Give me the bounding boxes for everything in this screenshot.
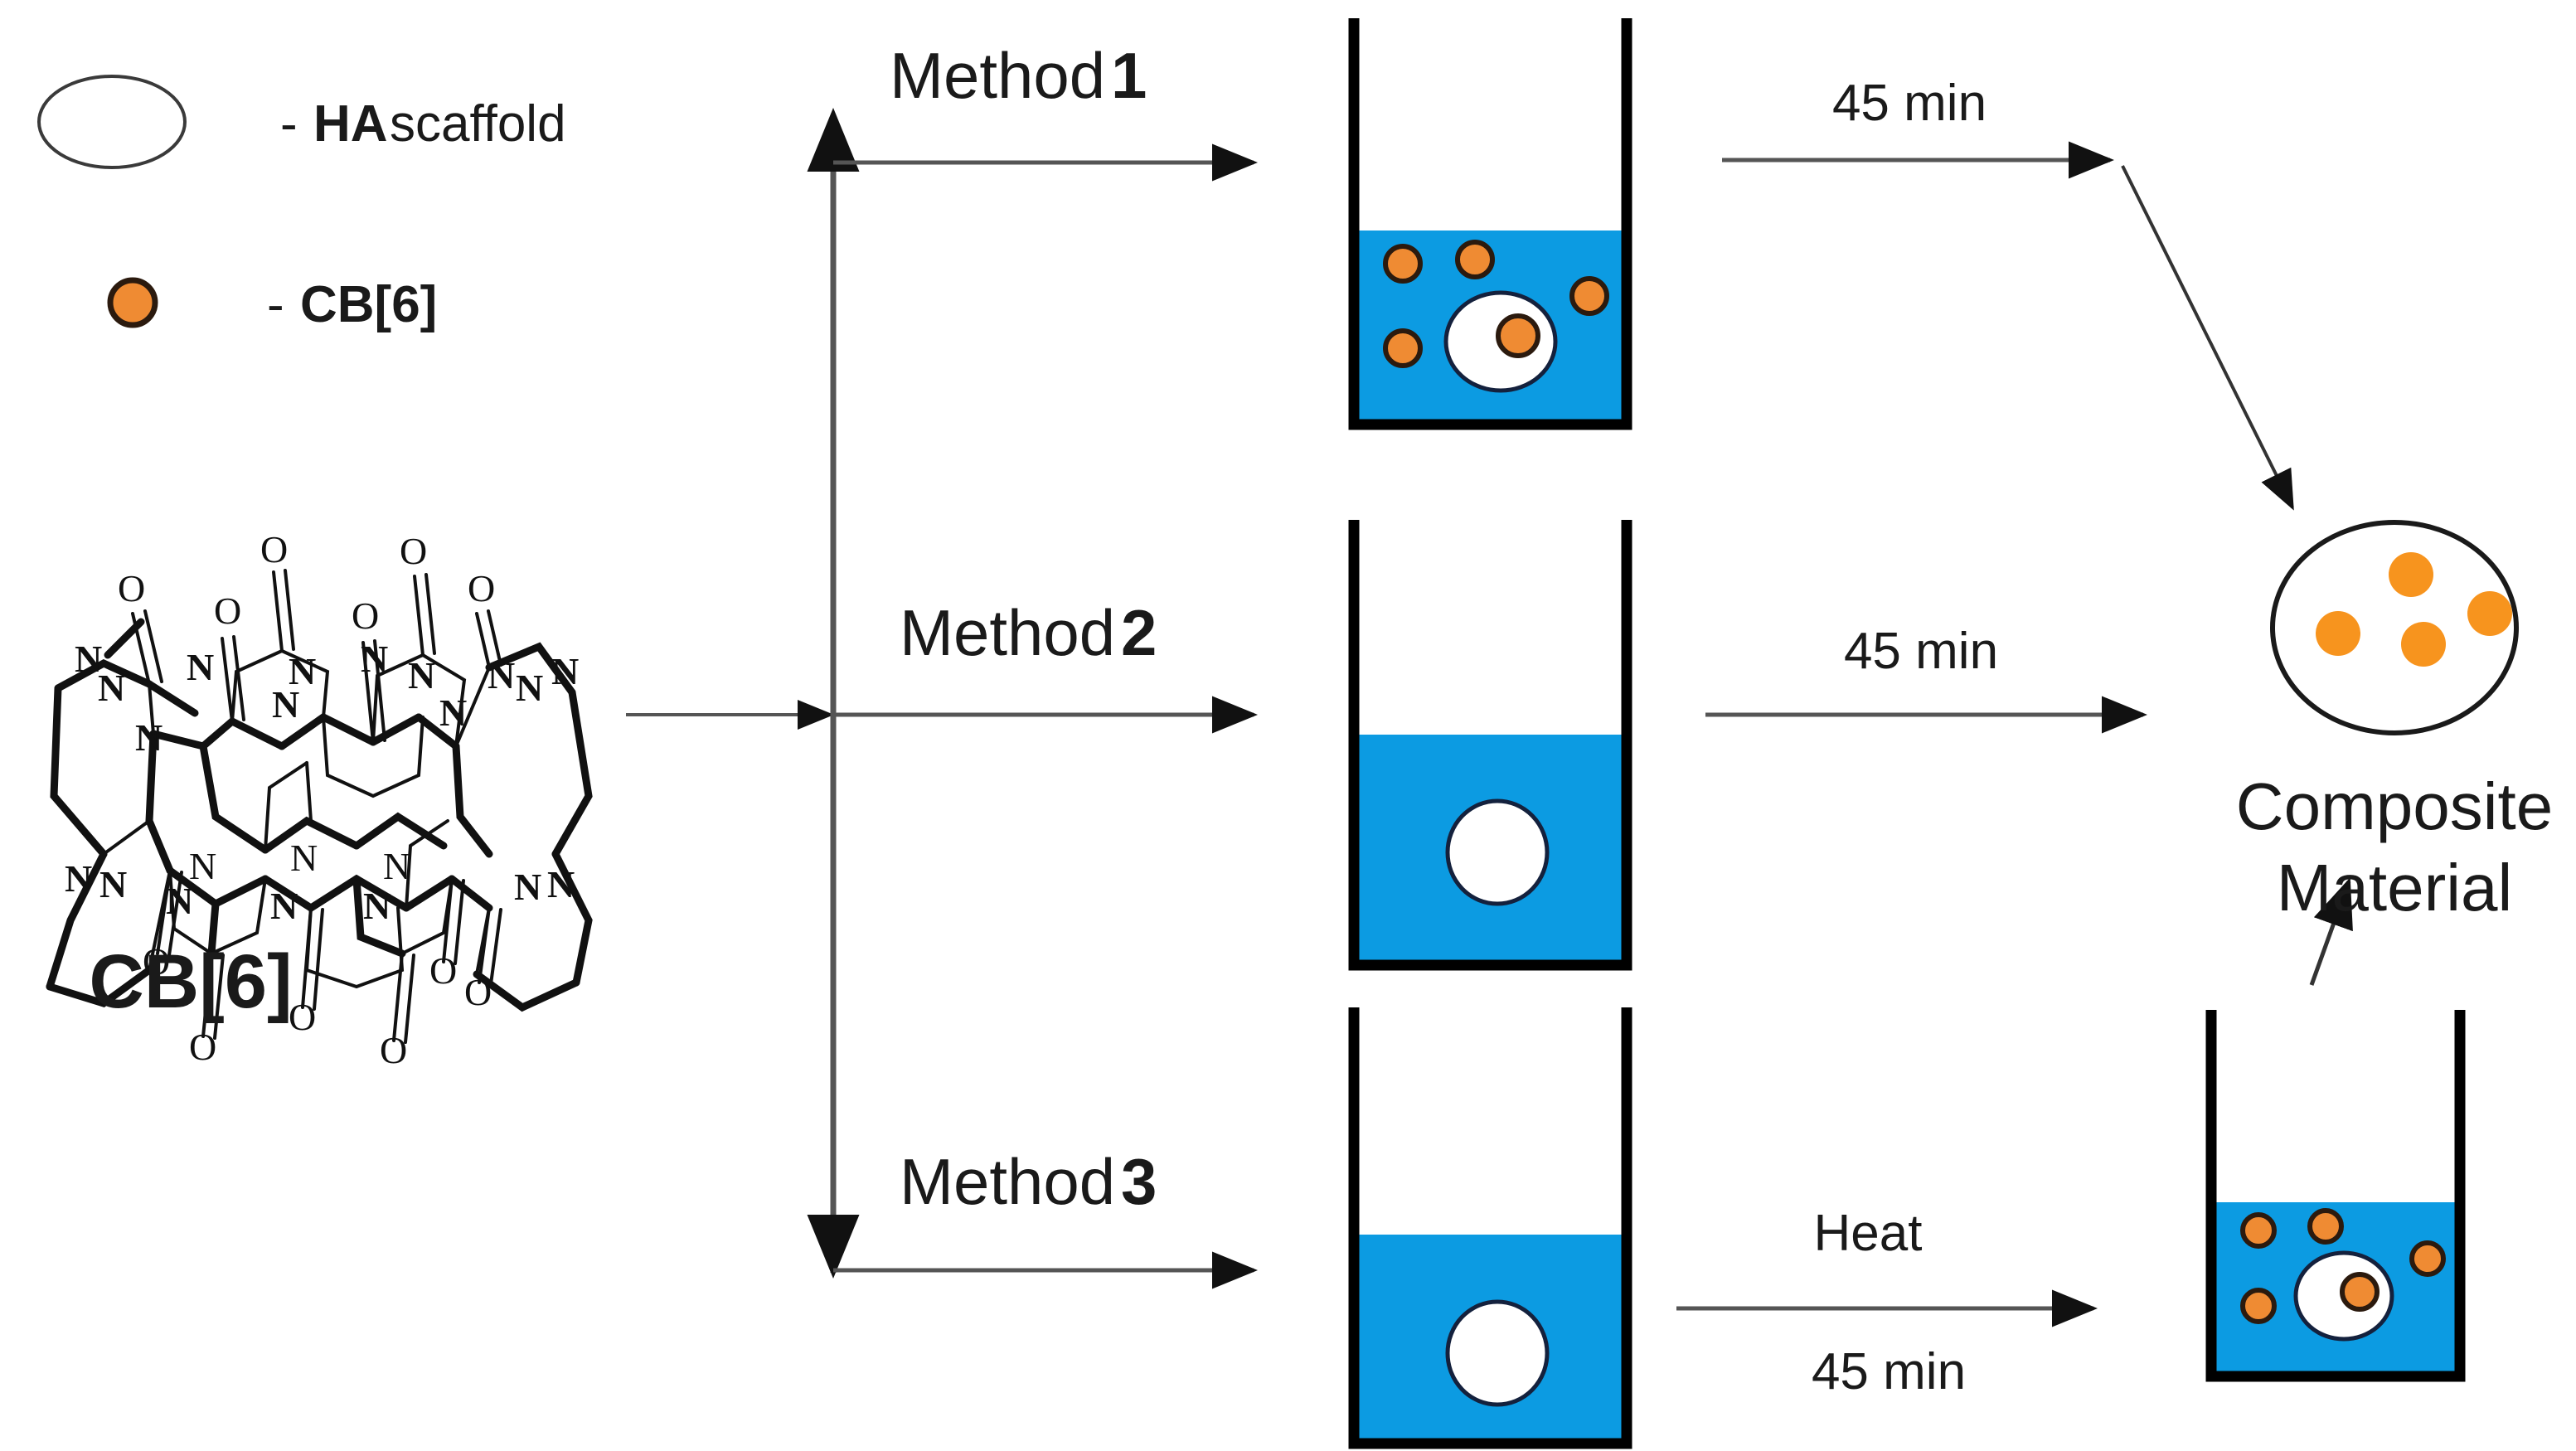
composite-material: Composite Material	[2236, 520, 2553, 924]
svg-text:O: O	[289, 996, 316, 1038]
svg-text:O: O	[189, 1026, 216, 1068]
svg-text:O: O	[260, 528, 288, 570]
method-3-word: Method	[900, 1145, 1115, 1218]
legend-dash-cb6: -	[267, 276, 284, 333]
beaker-1-particle	[1383, 244, 1423, 284]
cb6-molecule-structure: N N N N N N N N N N N N N N N N N N N N	[46, 528, 593, 1071]
method-1-word: Method	[890, 39, 1105, 112]
svg-text:N: N	[363, 885, 391, 927]
composite-particle	[2401, 622, 2446, 667]
method-3-number: 3	[1121, 1145, 1157, 1218]
svg-text:N: N	[290, 837, 318, 879]
step-arrow-1	[1722, 141, 2294, 511]
svg-text:O: O	[352, 594, 379, 637]
composite-particle	[2316, 611, 2360, 656]
molecule-nitrogen-labels: N N N N N N N N N N N N N N N N N N N N	[65, 638, 579, 927]
method-2-number: 2	[1121, 596, 1157, 669]
legend-label-cb6-bold: CB[6]	[300, 276, 437, 333]
molecule-oxygen-labels: O O O O O O O O O O O O	[118, 528, 495, 1071]
beaker-4-particle	[2240, 1212, 2277, 1249]
legend-label-ha-bold: HA	[313, 95, 388, 153]
legend-label-ha-rest: scaffold	[390, 95, 566, 153]
svg-text:N: N	[135, 716, 163, 759]
svg-text:N: N	[551, 650, 579, 692]
svg-text:N: N	[361, 638, 388, 680]
svg-text:N: N	[166, 880, 193, 922]
molecule-caption: CB[6]	[89, 939, 292, 1024]
composite-material-ellipse	[2270, 520, 2519, 735]
ha-scaffold-icon	[37, 75, 187, 169]
svg-text:N: N	[547, 863, 575, 905]
step-arrow-1-diagonal	[2121, 165, 2294, 511]
arrow-beaker4-to-product	[2309, 877, 2353, 986]
cb6-icon	[107, 277, 158, 328]
svg-text:N: N	[408, 654, 435, 696]
svg-text:O: O	[468, 567, 495, 609]
legend: - HA scaffold - CB[6]	[37, 75, 566, 333]
method-label-3: Method 3	[900, 1145, 1157, 1218]
beaker-4-outline	[2205, 1010, 2466, 1382]
beaker-2-outline	[1348, 520, 1632, 971]
svg-text:N: N	[514, 866, 541, 908]
beaker-2	[1348, 520, 1632, 971]
method-label-1: Method 1	[890, 39, 1147, 112]
method-label-2: Method 2	[900, 596, 1157, 669]
svg-text:N: N	[187, 646, 214, 688]
method-2-word: Method	[900, 596, 1115, 669]
svg-text:N: N	[75, 638, 102, 680]
composite-particle	[2467, 591, 2512, 636]
beaker-1-outline	[1348, 18, 1632, 430]
svg-text:O: O	[400, 530, 427, 572]
beaker-3-scaffold	[1445, 1299, 1550, 1407]
composite-title-line2: Material	[2277, 851, 2513, 924]
composite-particle	[2389, 552, 2433, 597]
beaker-4-particle	[2409, 1240, 2446, 1277]
beaker-4	[2205, 1010, 2466, 1382]
svg-text:N: N	[272, 683, 299, 726]
step-label-3-bottom: 45 min	[1812, 1343, 1966, 1400]
svg-text:N: N	[98, 667, 125, 709]
legend-item-cb6: - CB[6]	[107, 276, 437, 333]
beaker-4-scaffold-particle	[2340, 1272, 2380, 1312]
method-1-number: 1	[1111, 39, 1147, 112]
svg-text:N: N	[289, 650, 316, 692]
composite-title-line1: Composite	[2236, 769, 2553, 843]
svg-text:N: N	[439, 692, 467, 734]
svg-text:N: N	[383, 845, 410, 887]
step-label-3-top: Heat	[1814, 1205, 1923, 1262]
svg-text:N: N	[189, 845, 216, 887]
svg-text:O: O	[143, 940, 170, 983]
beaker-2-scaffold	[1445, 798, 1550, 906]
svg-text:N: N	[516, 667, 543, 709]
svg-text:N: N	[488, 654, 515, 696]
beaker-3-outline	[1348, 1007, 1632, 1449]
svg-text:O: O	[380, 1029, 407, 1071]
svg-text:N: N	[99, 863, 127, 905]
beaker-1-particle	[1455, 240, 1495, 279]
step-label-1-top: 45 min	[1832, 75, 1987, 132]
svg-text:O: O	[214, 590, 241, 632]
flow-trunk	[626, 108, 860, 1279]
svg-text:N: N	[65, 857, 92, 900]
svg-text:O: O	[118, 567, 145, 609]
beaker-4-particle	[2240, 1288, 2277, 1324]
beaker-1-particle	[1569, 276, 1609, 316]
beaker-1-particle	[1383, 328, 1423, 368]
legend-item-ha-scaffold: - HA scaffold	[37, 75, 566, 169]
svg-text:O: O	[429, 949, 457, 992]
step-label-2-top: 45 min	[1844, 623, 1998, 680]
beaker-4-particle	[2307, 1208, 2344, 1245]
beaker-1	[1348, 18, 1632, 430]
svg-text:N: N	[270, 885, 298, 927]
beaker-3	[1348, 1007, 1632, 1449]
beaker-1-scaffold-particle	[1496, 313, 1540, 358]
svg-text:O: O	[464, 971, 492, 1013]
legend-dash-ha: -	[280, 95, 298, 153]
